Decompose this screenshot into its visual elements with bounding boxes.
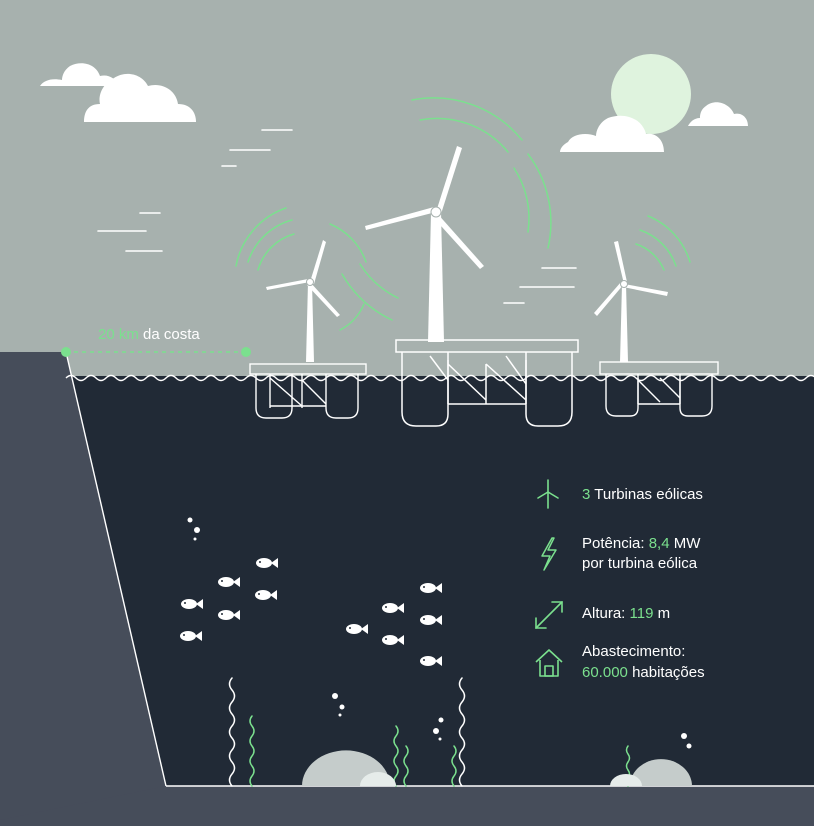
seabed-rocks xyxy=(302,750,692,786)
stat-supply-label: Abastecimento: xyxy=(582,643,685,660)
stats-panel: 3 Turbinas eólicas Potência: 8,4 MW por … xyxy=(535,479,705,681)
fish-icon xyxy=(256,558,278,568)
wind-turbine-center xyxy=(365,146,579,427)
stat-height-unit: m xyxy=(658,605,671,622)
house-icon xyxy=(535,649,563,677)
turbine-blades xyxy=(365,146,484,269)
fish-icon xyxy=(180,631,202,641)
wind-turbine-left xyxy=(249,240,367,419)
stat-power: Potência: 8,4 MW xyxy=(582,535,701,552)
fish-icon xyxy=(420,615,442,625)
distance-value: 20 km xyxy=(98,326,139,343)
lightning-bolt-icon xyxy=(541,537,557,571)
stat-supply-suffix: habitações xyxy=(632,664,705,681)
stat-power-label: Potência: xyxy=(582,535,645,552)
stat-turbines-value: 3 xyxy=(582,486,590,503)
bubbles xyxy=(187,517,692,749)
stat-turbines-label: Turbinas eólicas xyxy=(594,486,703,503)
fish-icon xyxy=(218,577,240,587)
fish-icon xyxy=(420,656,442,666)
stat-height: Altura: 119 m xyxy=(582,605,670,622)
stat-power-unit: MW xyxy=(674,535,701,552)
wind-lines xyxy=(97,129,577,304)
turbine-blades xyxy=(266,240,340,317)
turbine-blades xyxy=(594,241,668,316)
stat-supply-value: 60.000 xyxy=(582,664,628,681)
fish-icon xyxy=(255,590,277,600)
distance-marker xyxy=(61,347,251,357)
wind-turbine-right xyxy=(594,241,719,417)
stat-supply: 60.000 habitações xyxy=(582,664,705,681)
cloud-icon xyxy=(40,63,196,122)
floating-platform xyxy=(599,361,719,417)
coastline-edge xyxy=(65,351,167,787)
rotation-arcs xyxy=(235,97,691,331)
fish-school xyxy=(180,558,442,666)
distance-suffix: da costa xyxy=(143,326,200,343)
fish-icon xyxy=(346,624,368,634)
cloud-icon xyxy=(560,102,748,152)
distance-start-dot xyxy=(61,347,71,357)
stat-power-line2: por turbina eólica xyxy=(582,555,698,572)
stat-height-label: Altura: xyxy=(582,605,625,622)
distance-end-dot xyxy=(241,347,251,357)
wind-turbine-icon xyxy=(537,479,559,509)
coastline-land xyxy=(0,352,814,826)
fish-icon xyxy=(420,583,442,593)
fish-icon xyxy=(382,603,404,613)
height-arrow-icon xyxy=(535,601,563,629)
fish-icon xyxy=(218,610,240,620)
fish-icon xyxy=(382,635,404,645)
distance-label: 20 km da costa xyxy=(98,326,200,343)
seabed xyxy=(0,786,814,826)
floating-platform xyxy=(249,363,367,419)
stat-height-value: 119 xyxy=(630,605,654,622)
sun-icon xyxy=(611,54,691,134)
stat-turbines: 3 Turbinas eólicas xyxy=(582,486,703,503)
stat-power-value: 8,4 xyxy=(649,535,670,552)
fish-icon xyxy=(181,599,203,609)
floating-platform xyxy=(395,339,579,427)
sky xyxy=(0,0,814,380)
